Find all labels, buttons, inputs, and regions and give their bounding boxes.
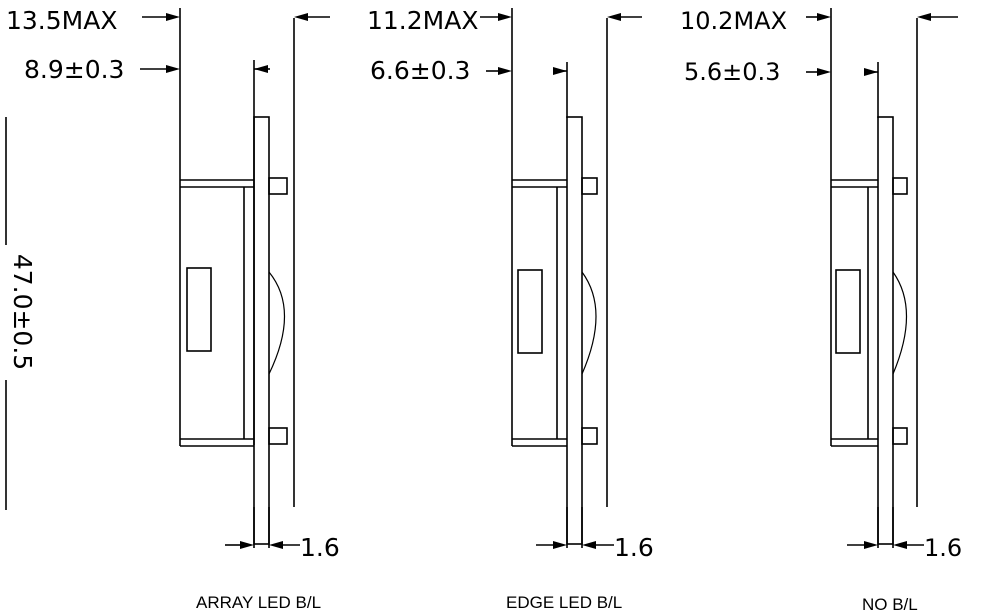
- height-dim-label: 47.0±0.5: [8, 254, 37, 370]
- view-caption: NO B/L: [862, 595, 918, 614]
- connector-block: [835, 269, 861, 354]
- max-dim-label: 11.2MAX: [367, 6, 478, 35]
- arrow-right-icon: [240, 541, 254, 549]
- view-array-led: 13.5MAX 8.9±0.3 1.6 ARRAY LED B/L: [6, 6, 340, 612]
- arrow-left-icon: [917, 13, 931, 21]
- connector-block: [517, 269, 543, 354]
- max-dim-label: 13.5MAX: [6, 6, 117, 35]
- connector-block: [186, 267, 212, 352]
- pin-top: [268, 177, 288, 195]
- component-bulge: [268, 271, 285, 375]
- arrow-left-icon: [607, 13, 621, 21]
- arrow-right-icon: [864, 541, 878, 549]
- arrow-left-icon: [893, 541, 907, 549]
- arrow-right-icon: [553, 67, 567, 75]
- thick-dim-label: 1.6: [614, 533, 654, 562]
- arrow-right-icon: [498, 13, 512, 21]
- view-no-backlight: 10.2MAX 5.6±0.3 1.6 NO B/L: [680, 7, 962, 614]
- thick-dim-label: 1.6: [924, 534, 962, 562]
- pin-bottom: [581, 427, 598, 445]
- max-dim-label: 10.2MAX: [680, 7, 787, 35]
- pcb-dim-label: 5.6±0.3: [684, 58, 780, 86]
- thick-dim-label: 1.6: [300, 533, 340, 562]
- pin-bottom: [892, 427, 908, 445]
- arrow-left-icon: [582, 541, 596, 549]
- pcb-dim-label: 6.6±0.3: [370, 56, 470, 85]
- arrow-right-icon: [553, 541, 567, 549]
- arrow-right-icon: [817, 13, 831, 21]
- pin-top: [892, 177, 908, 195]
- arrow-left-icon: [269, 541, 283, 549]
- pcb-board: [253, 116, 270, 545]
- module-body: [179, 179, 254, 447]
- pcb-board: [877, 116, 894, 545]
- pin-bottom: [268, 427, 288, 445]
- arrow-right-icon: [864, 68, 878, 76]
- height-dimension: 47.0±0.5: [5, 117, 37, 510]
- arrow-right-icon: [166, 13, 180, 21]
- pcb-board: [566, 116, 583, 545]
- component-bulge: [892, 271, 907, 375]
- view-caption: ARRAY LED B/L: [196, 593, 321, 612]
- arrow-left-icon: [254, 65, 268, 73]
- view-caption: EDGE LED B/L: [506, 593, 622, 612]
- arrow-right-icon: [817, 68, 831, 76]
- component-bulge: [581, 271, 597, 375]
- module-body: [830, 179, 878, 447]
- arrow-left-icon: [294, 13, 308, 21]
- pcb-dim-label: 8.9±0.3: [24, 55, 124, 84]
- view-edge-led: 11.2MAX 6.6±0.3 1.6 EDGE LED B/L: [367, 6, 654, 612]
- arrow-right-icon: [498, 67, 512, 75]
- arrow-right-icon: [166, 65, 180, 73]
- pin-top: [581, 177, 598, 195]
- module-body: [511, 179, 567, 447]
